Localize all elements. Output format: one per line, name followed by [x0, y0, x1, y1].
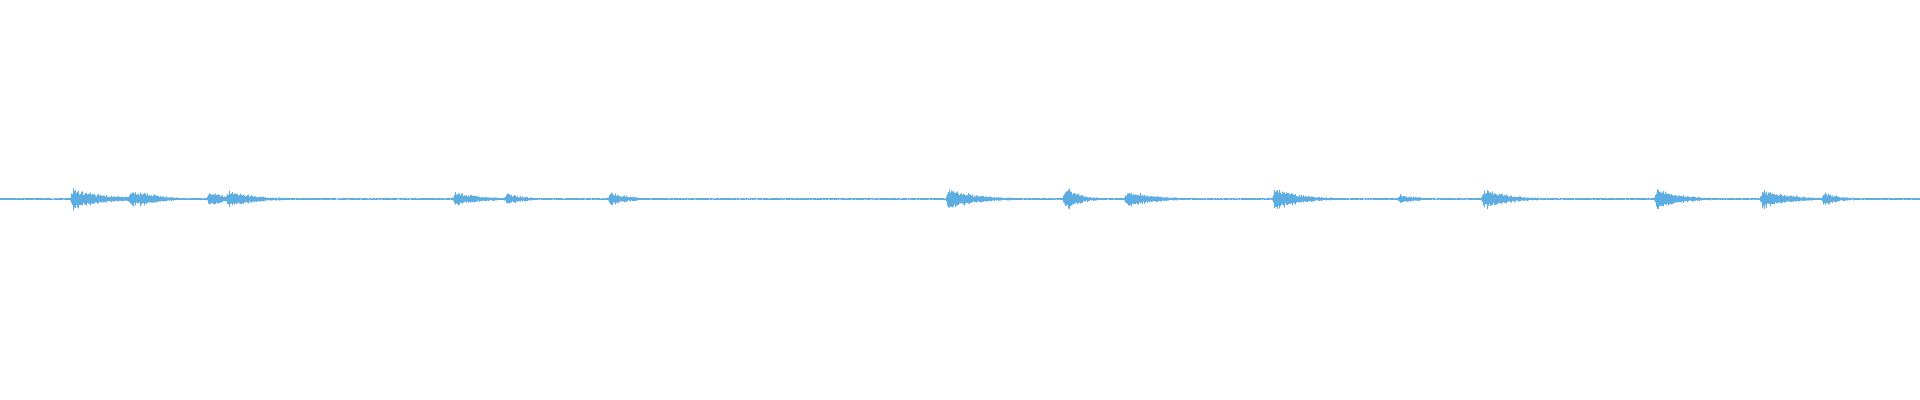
- waveform-trace: [0, 188, 1920, 211]
